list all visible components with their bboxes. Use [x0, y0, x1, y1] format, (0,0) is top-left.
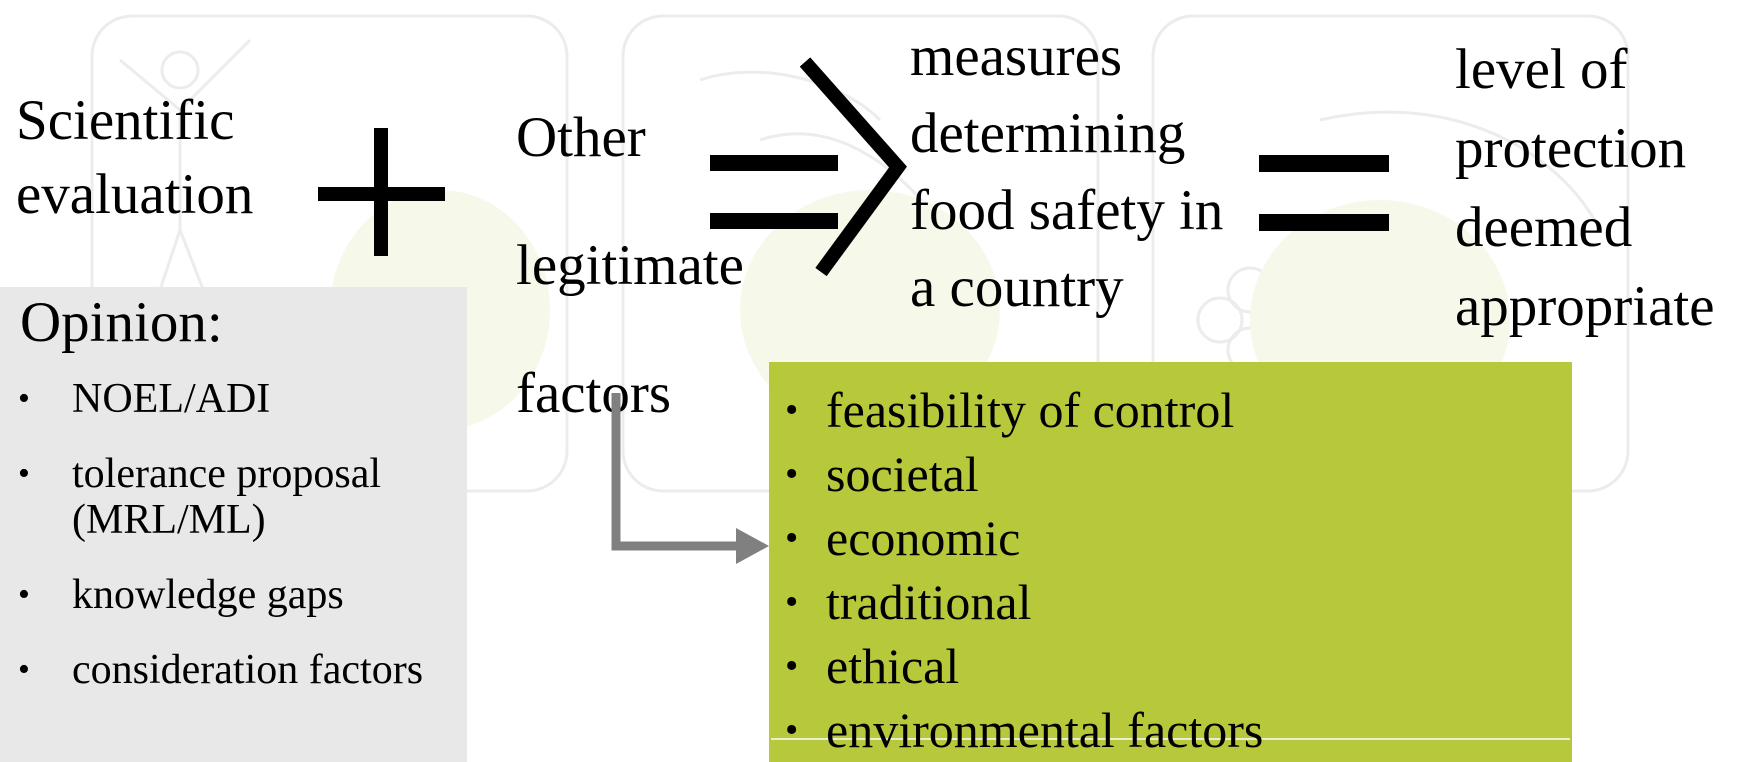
result-line: a country	[910, 256, 1124, 319]
opinion-title: Opinion:	[20, 291, 223, 354]
food-safety-measures-label: measures determining food safety in a co…	[910, 18, 1223, 326]
opinion-item: NOEL/ADI	[0, 376, 467, 422]
factor-item: ethical	[785, 634, 1263, 698]
opinion-item: tolerance proposal (MRL/ML)	[0, 451, 467, 543]
outcome-line: protection	[1455, 117, 1687, 180]
result-line: food safety in	[910, 179, 1224, 242]
factor-item: feasibility of control	[785, 378, 1263, 442]
opinion-item: knowledge gaps	[0, 572, 467, 618]
outcome-line: deemed	[1455, 196, 1633, 259]
factor-item: societal	[785, 442, 1263, 506]
factor-item: economic	[785, 506, 1263, 570]
scientific-evaluation-label: Scientific evaluation	[16, 84, 253, 232]
term1-line: Scientific	[16, 89, 235, 152]
outcome-line: level of	[1455, 38, 1628, 101]
term2-line: factors	[516, 362, 672, 425]
outcome-line: appropriate	[1455, 275, 1715, 338]
other-legitimate-factors-label: Other legitimate factors	[516, 74, 744, 458]
factor-item: traditional	[785, 570, 1263, 634]
term2-line: Other	[516, 106, 646, 169]
term1-line: evaluation	[16, 163, 254, 226]
legitimate-factors-list: feasibility of control societal economic…	[785, 378, 1263, 762]
factor-item: environmental factors	[785, 698, 1263, 762]
result-line: determining	[910, 102, 1186, 165]
term2-line: legitimate	[516, 234, 744, 297]
opinion-item: consideration factors	[0, 647, 467, 693]
appropriate-protection-level-label: level of protection deemed appropriate	[1455, 30, 1715, 346]
opinion-list: NOEL/ADI tolerance proposal (MRL/ML) kno…	[0, 376, 467, 722]
result-line: measures	[910, 25, 1123, 88]
